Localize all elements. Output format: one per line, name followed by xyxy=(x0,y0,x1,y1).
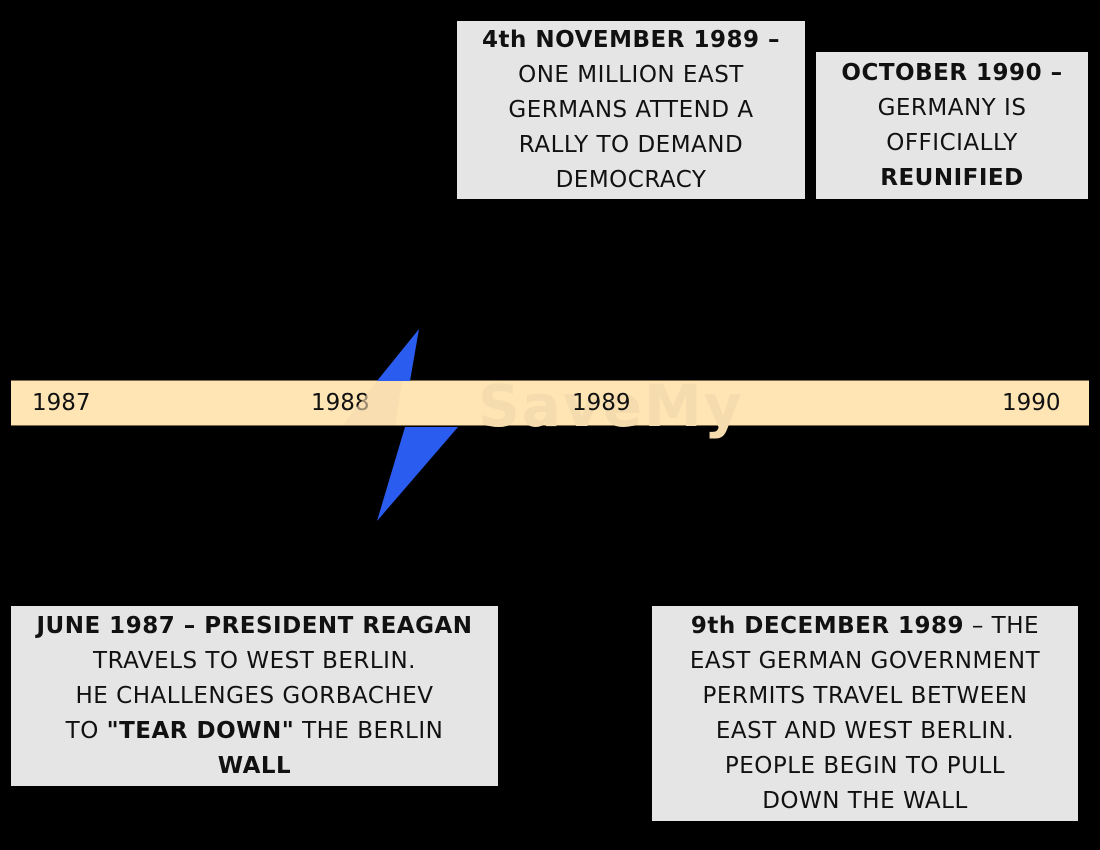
event-text-line: TO "TEAR DOWN" THE BERLIN xyxy=(65,717,444,744)
year-label-1990: 1990 xyxy=(1002,390,1061,416)
event-text-line: EAST AND WEST BERLIN. xyxy=(715,717,1015,744)
event-text-line: GERMANS ATTEND A xyxy=(508,96,754,123)
year-label-1989: 1989 xyxy=(572,390,631,416)
event-date: OCTOBER 1990 – xyxy=(841,59,1063,86)
event-text-line: ONE MILLION EAST xyxy=(518,61,744,88)
event-box-jun-1987: JUNE 1987 – PRESIDENT REAGAN TRAVELS TO … xyxy=(11,606,498,786)
timeline-bar xyxy=(11,380,1089,426)
event-text-line: DEMOCRACY xyxy=(555,166,707,193)
event-text-line: DOWN THE WALL xyxy=(762,787,968,814)
event-text-line: EAST GERMAN GOVERNMENT xyxy=(689,647,1041,674)
event-text-line: PEOPLE BEGIN TO PULL xyxy=(724,752,1006,779)
event-text-line: HE CHALLENGES GORBACHEV xyxy=(75,682,434,709)
event-box-oct-1990: OCTOBER 1990 – GERMANY IS OFFICIALLY REU… xyxy=(816,52,1088,199)
event-date: 9th DECEMBER 1989 – THE xyxy=(690,612,1040,639)
event-text-line: OFFICIALLY xyxy=(886,129,1018,156)
year-label-1987: 1987 xyxy=(32,390,91,416)
event-text-line: PERMITS TRAVEL BETWEEN xyxy=(702,682,1028,709)
event-text-line: GERMANY IS xyxy=(877,94,1027,121)
event-box-dec-1989: 9th DECEMBER 1989 – THE EAST GERMAN GOVE… xyxy=(652,606,1078,821)
watermark: SaveMy xyxy=(478,372,744,440)
event-box-nov-1989: 4th NOVEMBER 1989 – ONE MILLION EAST GER… xyxy=(457,21,805,199)
event-text-line: REUNIFIED xyxy=(880,164,1024,191)
event-date: 4th NOVEMBER 1989 – xyxy=(482,26,780,53)
event-text-line: WALL xyxy=(217,752,292,779)
event-text-line: RALLY TO DEMAND xyxy=(518,131,744,158)
event-date: JUNE 1987 – PRESIDENT REAGAN xyxy=(36,612,473,639)
event-text-line: TRAVELS TO WEST BERLIN. xyxy=(93,647,416,674)
